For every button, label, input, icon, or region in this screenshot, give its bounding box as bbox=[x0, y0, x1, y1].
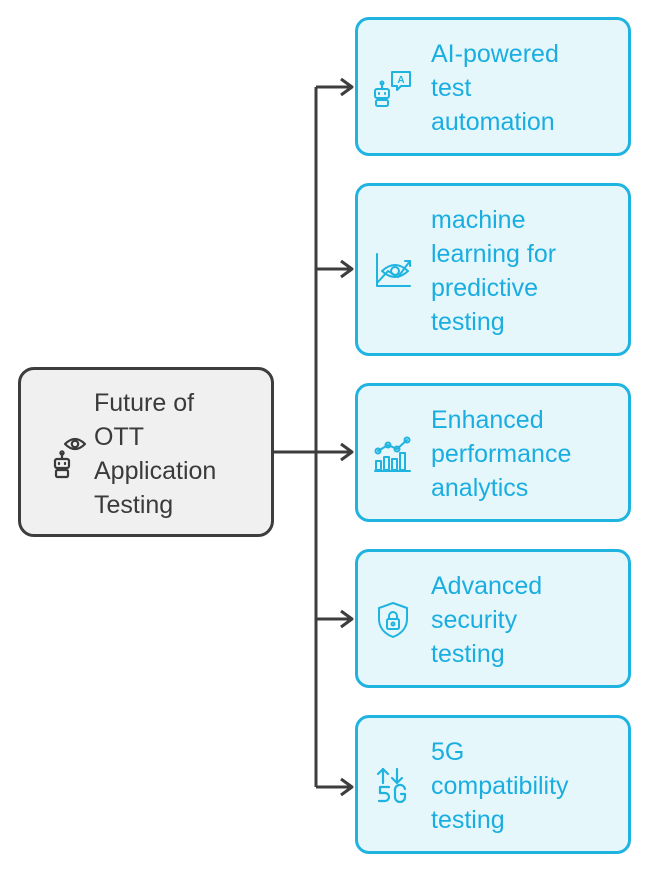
root-label: Future of OTT Application Testing bbox=[94, 386, 264, 522]
branch-label: AI-powered test automation bbox=[431, 37, 626, 139]
analytics-chart-icon bbox=[374, 436, 411, 472]
chart-eye-icon bbox=[376, 253, 411, 287]
branch-node-ai-automation: A AI-powered test automation bbox=[355, 17, 631, 156]
branch-label-line: test bbox=[431, 74, 472, 102]
svg-text:A: A bbox=[397, 75, 404, 86]
branch-label-line: security bbox=[431, 606, 518, 634]
5g-signal-icon bbox=[376, 767, 407, 804]
shield-lock-icon bbox=[378, 602, 408, 638]
branch-label-line: 5G bbox=[431, 738, 465, 766]
branch-label-line: machine bbox=[431, 206, 526, 234]
branch-label: Advanced security testing bbox=[431, 569, 626, 671]
branch-label-line: automation bbox=[431, 108, 555, 136]
robot-ai-icon: A bbox=[374, 71, 411, 107]
root-label-line: OTT bbox=[94, 423, 144, 451]
branch-label: Enhanced performance analytics bbox=[431, 403, 626, 505]
root-label-line: Application bbox=[94, 457, 217, 485]
branch-label-line: performance bbox=[431, 440, 572, 468]
connector-arrow-2 bbox=[316, 259, 354, 279]
branch-label-line: compatibility bbox=[431, 772, 569, 800]
branch-label-line: analytics bbox=[431, 474, 529, 502]
branch-label-line: testing bbox=[431, 308, 505, 336]
branch-label-line: testing bbox=[431, 640, 505, 668]
branch-label: 5G compatibility testing bbox=[431, 735, 626, 837]
branch-node-performance-analytics: Enhanced performance analytics bbox=[355, 383, 631, 522]
branch-node-security-testing: Advanced security testing bbox=[355, 549, 631, 688]
root-label-line: Testing bbox=[94, 491, 174, 519]
root-label-line: Future of bbox=[94, 389, 195, 417]
branch-node-machine-learning: machine learning for predictive testing bbox=[355, 183, 631, 356]
connector-arrow-4 bbox=[316, 609, 354, 629]
robot-eye-icon bbox=[53, 437, 87, 479]
branch-label-line: AI-powered bbox=[431, 40, 559, 68]
branch-node-5g-compatibility: 5G compatibility testing bbox=[355, 715, 631, 854]
connector-trunk bbox=[274, 87, 318, 787]
connector-arrow-1 bbox=[316, 77, 354, 97]
branch-label-line: Advanced bbox=[431, 572, 543, 600]
branch-label: machine learning for predictive testing bbox=[431, 203, 626, 339]
branch-label-line: predictive bbox=[431, 274, 538, 302]
branch-label-line: testing bbox=[431, 806, 505, 834]
connector-arrow-5 bbox=[316, 777, 354, 797]
connector-arrow-3 bbox=[316, 442, 354, 462]
root-node: Future of OTT Application Testing bbox=[18, 367, 274, 537]
branch-label-line: Enhanced bbox=[431, 406, 544, 434]
branch-label-line: learning for bbox=[431, 240, 557, 268]
